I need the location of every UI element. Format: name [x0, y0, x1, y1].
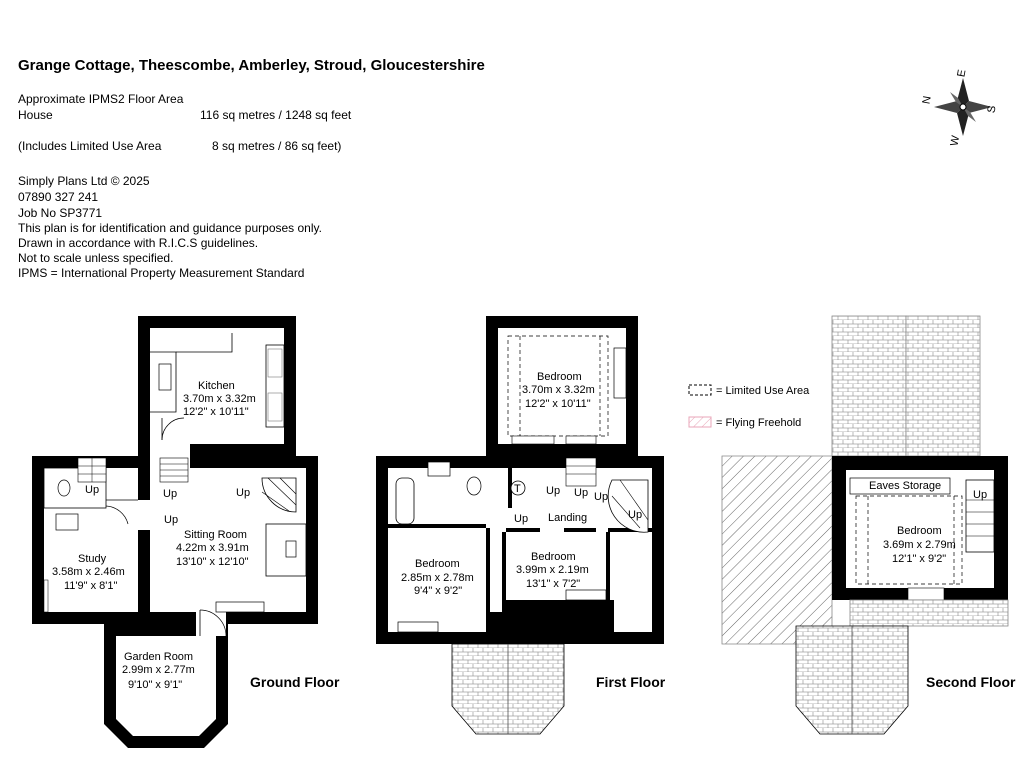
room-name: Garden Room — [124, 651, 193, 663]
room-imperial: 13'10" x 12'10" — [176, 556, 249, 568]
note-scale: Not to scale unless specified. — [18, 251, 174, 265]
limited-use-value: 8 sq metres / 86 sq feet) — [212, 139, 342, 153]
compass-s: S — [986, 105, 999, 114]
room-metric: 3.70m x 3.32m — [183, 393, 256, 405]
room-imperial: 9'10" x 9'1" — [128, 679, 182, 691]
legend-flying-freehold: = Flying Freehold — [716, 417, 801, 429]
room-imperial: 12'2" x 10'11" — [525, 398, 591, 410]
landing-label: Landing — [548, 512, 587, 524]
stairs-up-label: Up — [514, 513, 528, 525]
stairs-up-label: Up — [973, 489, 987, 501]
note-ipms: IPMS = International Property Measuremen… — [18, 266, 305, 280]
room-name: Study — [78, 553, 107, 565]
room-imperial: 9'4" x 9'2" — [414, 585, 462, 597]
floor-title-first: First Floor — [596, 674, 666, 690]
floor-title-second: Second Floor — [926, 674, 1016, 690]
stairs-up-label: Up — [594, 491, 608, 503]
house-label: House — [18, 108, 53, 122]
stairs-up-label: Up — [574, 487, 588, 499]
note-company: Simply Plans Ltd © 2025 — [18, 174, 150, 188]
room-imperial: 12'2" x 10'11" — [183, 406, 249, 418]
house-area-value: 116 sq metres / 1248 sq feet — [200, 108, 352, 122]
stairs-up-label: Up — [163, 488, 177, 500]
stairs-up-label: Up — [546, 485, 560, 497]
room-name: Bedroom — [531, 551, 576, 563]
first-floor-plan — [376, 316, 664, 735]
legend-limited-use: = Limited Use Area — [716, 385, 810, 397]
area-heading: Approximate IPMS2 Floor Area — [18, 92, 184, 106]
note-job: Job No SP3771 — [18, 206, 103, 220]
room-metric: 3.70m x 3.32m — [522, 384, 595, 396]
stairs-up-label: Up — [164, 514, 178, 526]
room-metric: 3.58m x 2.46m — [52, 566, 125, 578]
ground-floor-plan — [32, 316, 318, 748]
note-disclaimer: This plan is for identification and guid… — [18, 221, 322, 235]
room-name: Bedroom — [537, 371, 582, 383]
room-metric: 3.69m x 2.79m — [883, 539, 956, 551]
room-imperial: 11'9" x 8'1" — [64, 580, 117, 592]
eaves-storage-label: Eaves Storage — [869, 480, 941, 492]
room-metric: 2.85m x 2.78m — [401, 572, 474, 584]
compass-n: N — [921, 95, 934, 105]
room-metric: 4.22m x 3.91m — [176, 542, 249, 554]
legend: = Limited Use Area = Flying Freehold — [688, 384, 810, 429]
note-rics: Drawn in accordance with R.I.C.S guideli… — [18, 236, 259, 250]
stairs-up-label: Up — [628, 509, 642, 521]
room-name: Sitting Room — [184, 529, 247, 541]
room-name: Bedroom — [897, 525, 942, 537]
room-name: Kitchen — [198, 380, 235, 392]
room-name: Bedroom — [415, 558, 460, 570]
entrance-label: In — [219, 637, 228, 649]
room-imperial: 13'1" x 7'2" — [526, 578, 580, 590]
flying-freehold-swatch — [688, 416, 712, 428]
tank-label: T — [514, 483, 521, 495]
stairs-up-label: Up — [85, 484, 99, 496]
second-floor-plan — [721, 315, 1009, 735]
compass-w: W — [949, 134, 963, 147]
stairs-up-label: Up — [236, 487, 250, 499]
room-metric: 3.99m x 2.19m — [516, 564, 589, 576]
limited-use-label: (Includes Limited Use Area — [18, 139, 162, 153]
note-phone: 07890 327 241 — [18, 190, 99, 204]
property-title: Grange Cottage, Theescombe, Amberley, St… — [18, 57, 485, 74]
room-metric: 2.99m x 2.77m — [122, 664, 195, 676]
room-imperial: 12'1" x 9'2" — [892, 553, 946, 565]
compass-rose-icon: E N S W — [921, 69, 999, 147]
floor-title-ground: Ground Floor — [250, 674, 340, 690]
compass-e: E — [955, 69, 968, 78]
limited-use-swatch — [688, 384, 712, 396]
